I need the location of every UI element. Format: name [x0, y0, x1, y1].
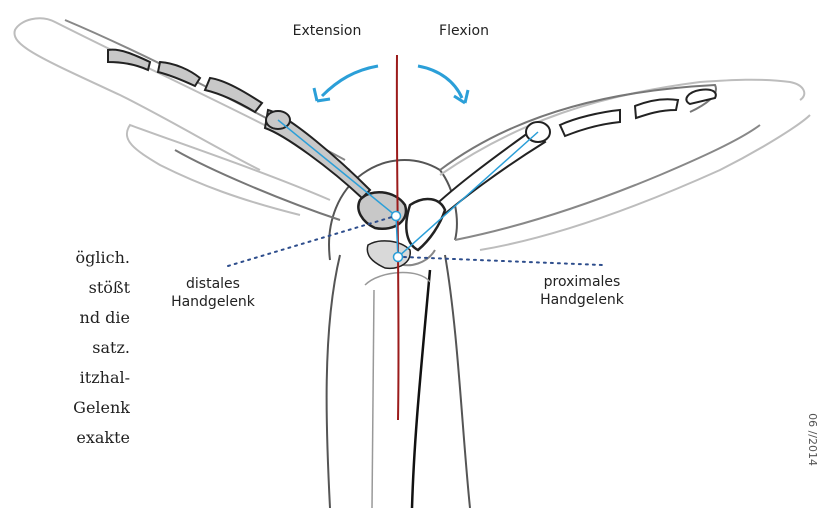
- body-text-line: stößt: [0, 273, 130, 303]
- body-text-line: öglich.: [0, 243, 130, 273]
- flexion-label: Flexion: [439, 23, 489, 39]
- flexion-arrow: [418, 66, 468, 103]
- distal-label-line1: distales: [186, 276, 240, 292]
- body-text-line: exakte: [0, 423, 130, 453]
- issue-credit: 06 //2014: [806, 413, 817, 466]
- extension-arrow: [314, 66, 378, 101]
- proximal-joint-point: [394, 253, 403, 262]
- extended-hand: [14, 18, 350, 220]
- distal-label-line2: Handgelenk: [171, 294, 256, 310]
- proximal-label-line1: proximales: [544, 274, 621, 290]
- body-text-line: Gelenk: [0, 393, 130, 423]
- extension-label: Extension: [293, 23, 362, 39]
- body-text-line: satz.: [0, 333, 130, 363]
- body-text-line: itzhal-: [0, 363, 130, 393]
- extended-bones: [108, 50, 370, 198]
- proximal-label-line2: Handgelenk: [540, 292, 625, 308]
- distal-joint-point: [392, 212, 401, 221]
- body-text-fragment: öglich. stößt nd die satz. itzhal- Gelen…: [0, 243, 130, 453]
- body-text-line: nd die: [0, 303, 130, 333]
